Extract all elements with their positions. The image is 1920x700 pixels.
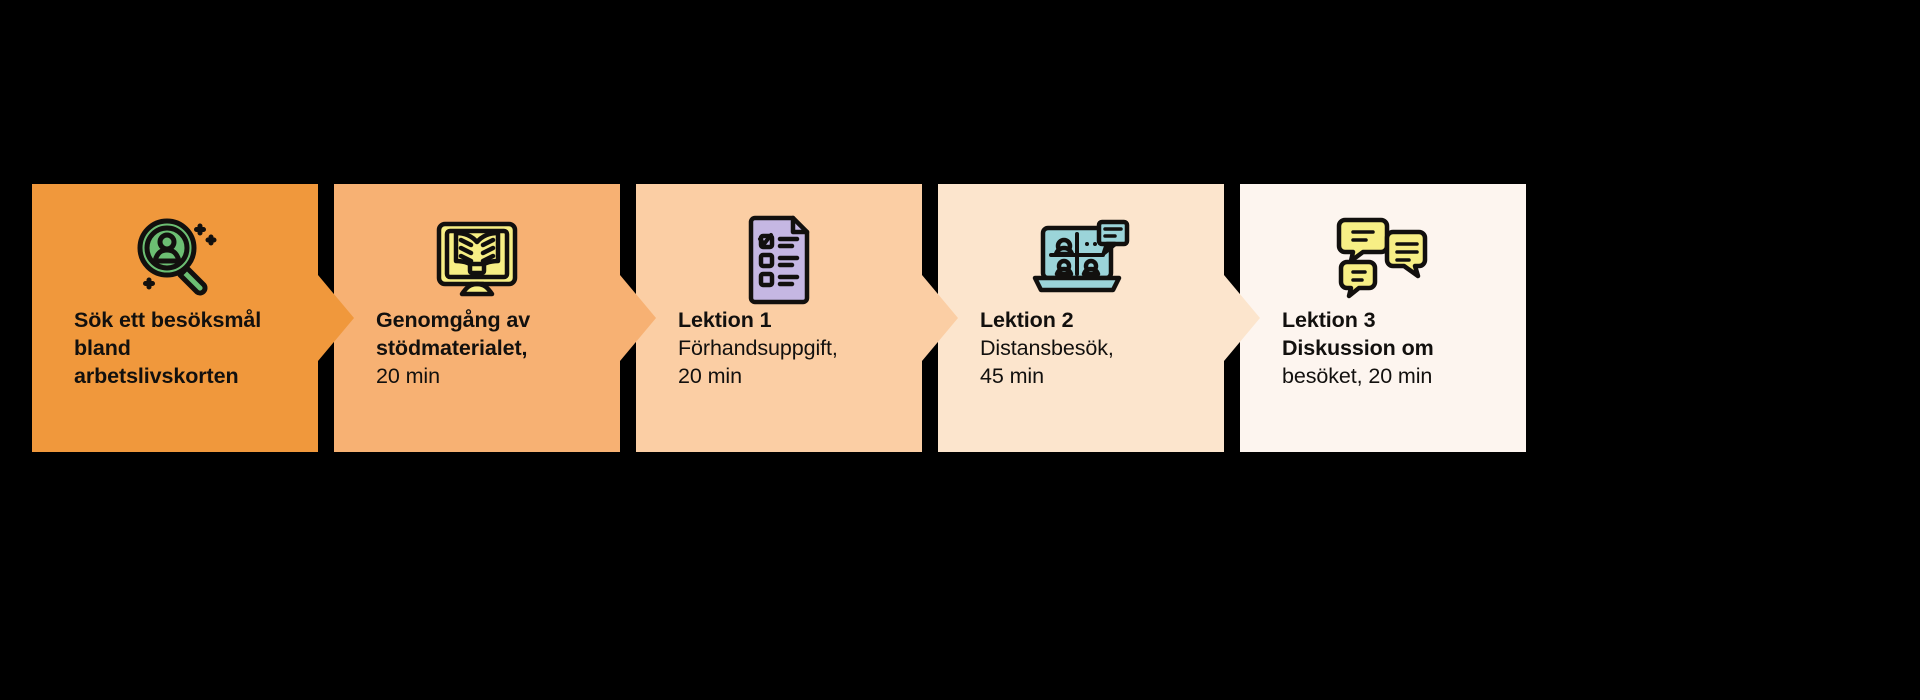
step-3-line-1: Lektion 1 bbox=[678, 308, 772, 332]
flow-step-3[interactable]: Lektion 1 Förhandsuppgift, 20 min bbox=[636, 184, 958, 452]
step-5-line-2: Diskussion om bbox=[1282, 336, 1434, 360]
step-4-text: Lektion 2 Distansbesök, 45 min bbox=[980, 306, 1210, 390]
step-5-text: Lektion 3 Diskussion om besöket, 20 min bbox=[1282, 306, 1512, 390]
flow-step-1[interactable]: Sök ett besöksmål bland arbetslivskorten bbox=[32, 184, 354, 452]
video-call-laptop-icon bbox=[938, 206, 1224, 310]
step-1-text: Sök ett besöksmål bland arbetslivskorten bbox=[74, 306, 304, 390]
flow-step-2[interactable]: Genomgång av stödmaterialet, 20 min bbox=[334, 184, 656, 452]
step-4-line-2: Distansbesök, bbox=[980, 336, 1114, 360]
checklist-document-icon bbox=[636, 206, 922, 310]
process-flow: Sök ett besöksmål bland arbetslivskorten bbox=[32, 184, 1526, 452]
book-on-monitor-icon bbox=[334, 206, 620, 310]
step-3-line-3: 20 min bbox=[678, 364, 742, 388]
step-5-line-1: Lektion 3 bbox=[1282, 308, 1376, 332]
step-5-line-3: besöket, 20 min bbox=[1282, 364, 1433, 388]
step-1-line-1: Sök ett besöksmål bbox=[74, 308, 262, 332]
flow-step-5[interactable]: Lektion 3 Diskussion om besöket, 20 min bbox=[1240, 184, 1526, 452]
step-2-line-2: stödmaterialet, bbox=[376, 336, 528, 360]
step-1-line-3: arbetslivskorten bbox=[74, 364, 239, 388]
flow-step-4[interactable]: Lektion 2 Distansbesök, 45 min bbox=[938, 184, 1260, 452]
magnifier-person-search-icon bbox=[32, 206, 318, 310]
step-4-line-3: 45 min bbox=[980, 364, 1044, 388]
step-2-line-1: Genomgång av bbox=[376, 308, 531, 332]
step-4-line-1: Lektion 2 bbox=[980, 308, 1074, 332]
step-3-line-2: Förhandsuppgift, bbox=[678, 336, 838, 360]
step-2-line-3: 20 min bbox=[376, 364, 440, 388]
step-3-text: Lektion 1 Förhandsuppgift, 20 min bbox=[678, 306, 908, 390]
step-2-text: Genomgång av stödmaterialet, 20 min bbox=[376, 306, 606, 390]
step-1-line-2: bland bbox=[74, 336, 131, 360]
speech-bubbles-discussion-icon bbox=[1240, 206, 1526, 310]
